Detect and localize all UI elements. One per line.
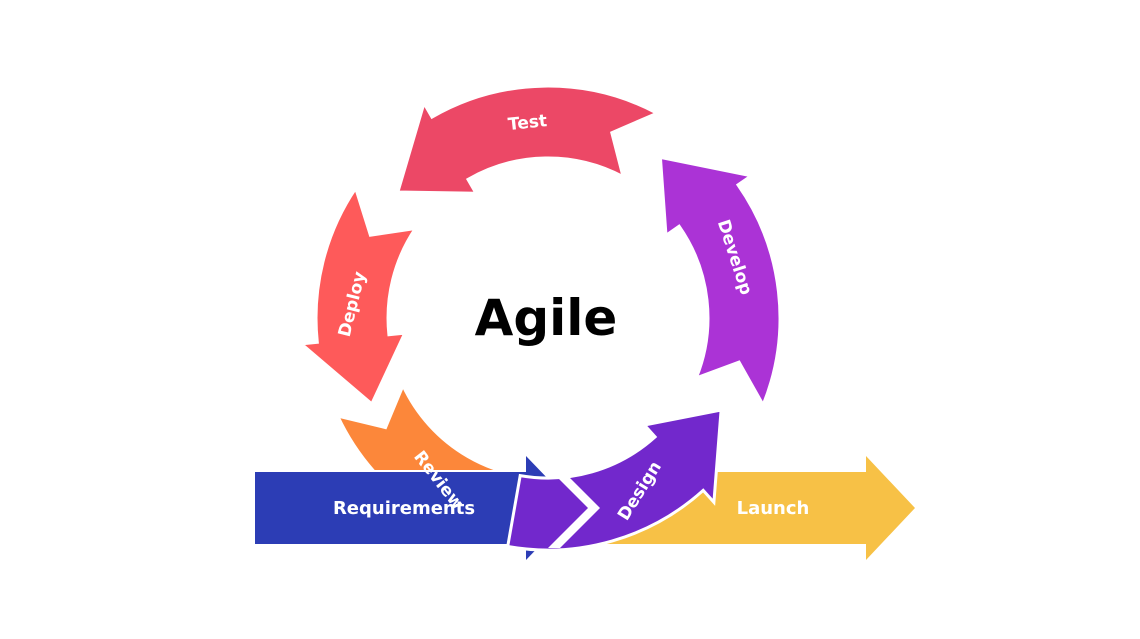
requirements-label: Requirements <box>333 498 475 519</box>
launch-label: Launch <box>737 498 810 519</box>
stage-arrow-develop <box>658 155 782 409</box>
requirements-arrow <box>255 456 576 560</box>
stage-arrow-deploy <box>297 184 419 407</box>
stage-arrow-test <box>395 84 661 195</box>
diagram-title: Agile <box>475 289 618 347</box>
stage-arrow-review <box>335 381 504 470</box>
stage-label-test: Test <box>507 111 548 135</box>
separator-chevron <box>548 468 600 548</box>
